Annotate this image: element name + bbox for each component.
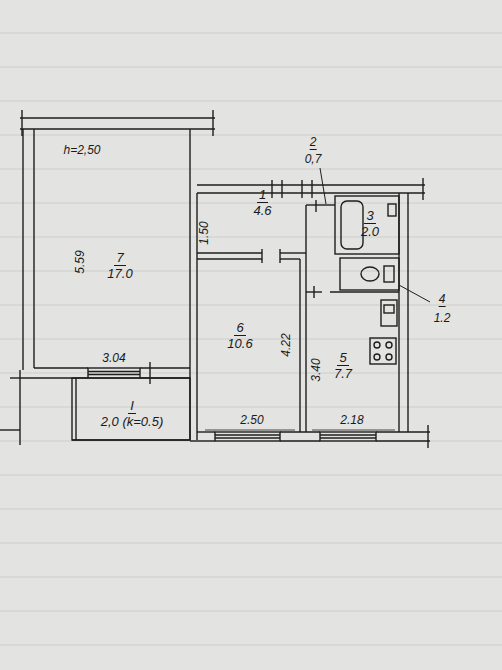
room-area: 1.2	[434, 312, 451, 325]
dimension: 1.50	[198, 221, 211, 244]
room-area: 2,0 (k=0.5)	[99, 414, 166, 429]
dimension: 5.59	[74, 250, 87, 273]
room-area: 10.6	[225, 336, 254, 351]
bedroom: 610.6	[200, 305, 280, 365]
callout-number: 4	[439, 293, 446, 307]
room-area: 0,7	[305, 153, 322, 166]
room-number: 3	[364, 208, 375, 224]
room-area: 17.0	[105, 266, 134, 281]
hall-room: 14.6	[215, 180, 310, 224]
room-area: 2.0	[359, 224, 381, 239]
dimension: 3.40	[310, 358, 323, 381]
dimension: 3.04	[102, 352, 125, 365]
ceiling-height: h=2,50	[63, 144, 100, 157]
balcony: I2,0 (k=0.5)	[78, 392, 186, 434]
bathroom: 32.0	[345, 205, 395, 241]
room-area: 4.6	[251, 203, 273, 218]
dimension: 2.18	[340, 414, 363, 427]
dimension: 2.50	[240, 414, 263, 427]
dimension: 4.22	[280, 333, 293, 356]
callout-number: 2	[310, 136, 317, 150]
room-number: 6	[234, 320, 245, 336]
room-number: I	[128, 398, 136, 414]
room-area: 7.7	[332, 366, 354, 381]
room-number: 7	[114, 250, 125, 266]
room-number: 5	[337, 350, 348, 366]
room-number: 1	[257, 187, 268, 203]
